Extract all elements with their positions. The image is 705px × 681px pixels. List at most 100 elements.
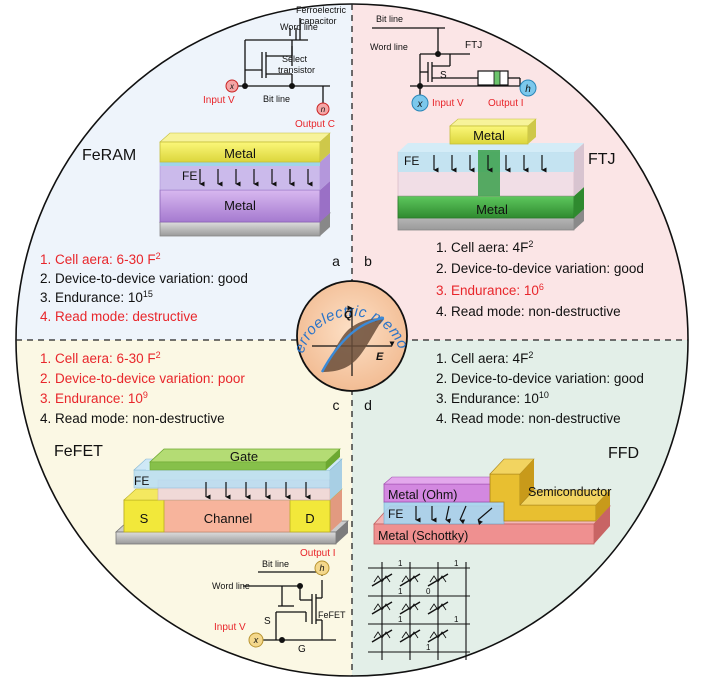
ftj-spec-3: 3. Endurance: 106	[436, 282, 544, 298]
ftj-spec-1: 1. Cell aera: 4F2	[436, 239, 533, 255]
fefet-spec-2: 2. Device-to-device variation: poor	[40, 371, 245, 386]
feram-top-metal-label: Metal	[224, 146, 256, 161]
ftj-top-metal-label: Metal	[473, 128, 505, 143]
ffd-spec-2: 2. Device-to-device variation: good	[436, 371, 644, 386]
feram-spec-1: 1. Cell aera: 6-30 F2	[40, 251, 161, 267]
ftj-polarization-arrows	[433, 155, 547, 173]
ftj-circuit-label: FTJ	[465, 40, 482, 51]
fefet-source-label: S	[140, 511, 149, 526]
fefet-s-label: S	[264, 616, 271, 627]
ffd-schottky-metal-label: Metal (Schottky)	[378, 529, 468, 543]
feram-fe-label: FE	[182, 169, 197, 183]
svg-text:1: 1	[398, 587, 403, 596]
feram-capacitor-label-2: capacitor	[300, 16, 337, 26]
svg-text:1: 1	[398, 559, 403, 568]
fefet-word-line-label: Word line	[212, 581, 250, 591]
ffd-title: FFD	[608, 445, 639, 462]
ftj-input-symbol: x	[417, 99, 424, 110]
ftj-fe-layer	[493, 70, 501, 86]
ffd-spec-list: 1. Cell aera: 4F2 2. Device-to-device va…	[436, 350, 644, 426]
ftj-input-node	[411, 94, 429, 112]
feram-input-node	[225, 79, 239, 93]
ftj-title: FTJ	[588, 151, 616, 168]
feram-spec-4: 4. Read mode: destructive	[40, 309, 198, 324]
feram-bottom-metal-label: Metal	[224, 198, 256, 213]
feram-spec-2: 2. Device-to-device variation: good	[40, 271, 248, 286]
feram-input-label: Input V	[203, 95, 235, 106]
fefet-input-symbol: x	[253, 635, 259, 645]
fefet-title: FeFET	[54, 443, 103, 460]
fefet-circuit-label: FeFET	[318, 610, 346, 620]
feram-transistor-label-1: Select	[282, 54, 308, 64]
fefet-spec-1: 1. Cell aera: 6-30 F2	[40, 350, 161, 366]
ffd-spec-3: 3. Endurance: 1010	[436, 390, 549, 406]
fefet-input-label: Input V	[214, 622, 246, 633]
fefet-polarization-arrows	[205, 482, 311, 500]
junction-dot	[435, 51, 441, 57]
svg-text:1: 1	[454, 615, 459, 624]
svg-text:0: 0	[426, 587, 431, 596]
fefet-spec-3: 3. Endurance: 109	[40, 390, 148, 406]
feram-spec-list: 1. Cell aera: 6-30 F2 2. Device-to-devic…	[40, 251, 248, 324]
ftj-bottom-metal-label: Metal	[476, 202, 508, 217]
feram-output-symbol: n	[321, 105, 326, 114]
q-axis-label: Q	[344, 309, 353, 321]
svg-text:1: 1	[426, 643, 431, 652]
fefet-spec-4: 4. Read mode: non-destructive	[40, 411, 225, 426]
svg-text:1: 1	[398, 615, 403, 624]
hysteresis-loop	[322, 318, 384, 372]
junction-dot	[417, 83, 423, 89]
fefet-gate-label: Gate	[230, 449, 258, 464]
ftj-s-label: S	[440, 70, 447, 81]
ftj-spec-list: 1. Cell aera: 4F2 2. Device-to-device va…	[436, 239, 644, 319]
panel-letter-c: c	[333, 397, 340, 413]
feram-spec-3: 3. Endurance: 1015	[40, 289, 153, 305]
fefet-g-label: G	[298, 644, 306, 655]
ftj-element	[477, 70, 509, 86]
feram-device	[158, 132, 332, 237]
fefet-fe-label: FE	[134, 474, 149, 488]
ffd-ohm-metal-label: Metal (Ohm)	[388, 488, 457, 502]
ftj-word-line-label: Word line	[370, 42, 408, 52]
panel-letter-a: a	[332, 253, 340, 269]
ffd-crossbar-array	[368, 562, 470, 660]
ftj-bit-line-label: Bit line	[376, 14, 403, 24]
ffd-polarization-arrows	[415, 505, 493, 526]
fefet-output-label: Output I	[300, 548, 336, 559]
fefet-output-node	[314, 560, 330, 576]
svg-text:1: 1	[454, 559, 459, 568]
fefet-output-symbol: h	[319, 563, 324, 573]
ftj-input-label: Input V	[432, 98, 464, 109]
ftj-fe-label: FE	[404, 154, 419, 168]
feram-transistor-label-2: transistor	[278, 65, 315, 75]
ffd-spec-4: 4. Read mode: non-destructive	[436, 411, 621, 426]
e-axis-label: E	[376, 351, 384, 363]
hysteresis-branch	[320, 316, 385, 373]
feram-bit-line-label: Bit line	[263, 94, 290, 104]
feram-circuit	[237, 18, 330, 104]
ffd-device	[373, 458, 611, 545]
quadrant-c: 1. Cell aera: 6-30 F2 2. Device-to-devic…	[40, 350, 350, 655]
panel-letter-b: b	[364, 253, 372, 269]
quadrant-d: 1. Cell aera: 4F2 2. Device-to-device va…	[364, 350, 644, 660]
ftj-spec-2: 2. Device-to-device variation: good	[436, 261, 644, 276]
feram-polarization-arrows	[199, 169, 313, 187]
feram-capacitor-label-1: Ferroelectric	[296, 5, 347, 15]
quadrant-a: Word line Ferroelectric capacitor Select…	[40, 5, 347, 324]
ffd-spec-1: 1. Cell aera: 4F2	[436, 350, 533, 366]
feram-output-node	[316, 102, 330, 116]
junction-dot	[297, 583, 303, 589]
ftj-device	[397, 118, 584, 231]
junction-dot	[279, 637, 285, 643]
ftj-output-node	[519, 79, 537, 97]
quadrant-b: Bit line Word line FTJ S x Input V h Out…	[364, 14, 644, 319]
ftj-output-symbol: h	[525, 84, 531, 95]
feram-word-line-label: Word line	[280, 22, 318, 32]
fefet-channel-label: Channel	[204, 511, 253, 526]
feram-output-label: Output C	[295, 119, 335, 130]
panel-letter-d: d	[364, 397, 372, 413]
ffd-array-values: 1 1 1 0 1 1 1	[398, 559, 459, 652]
ftj-spec-4: 4. Read mode: non-destructive	[436, 304, 621, 319]
feram-input-symbol: x	[229, 82, 235, 91]
